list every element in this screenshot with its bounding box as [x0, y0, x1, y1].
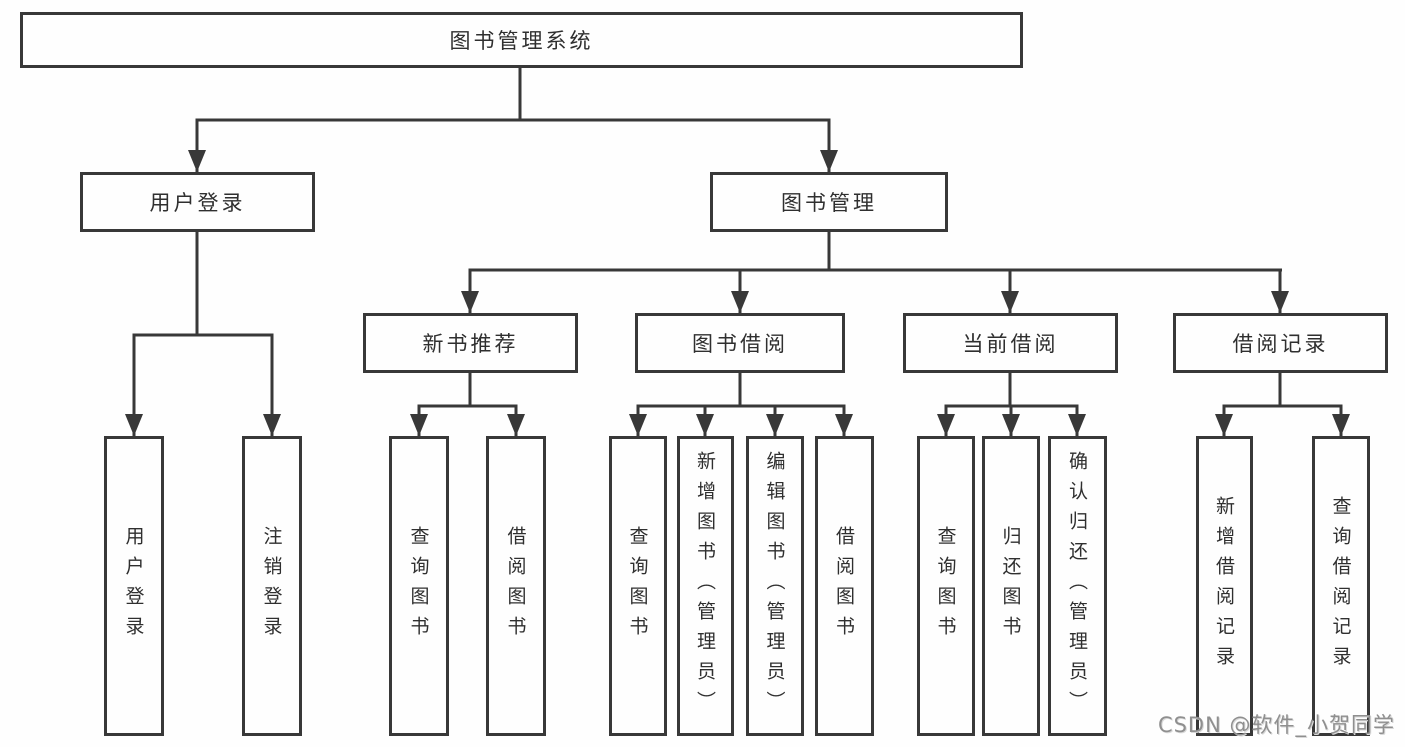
node-book-management: 图书管理	[710, 172, 948, 232]
leaf-user-login: 用户登录	[104, 436, 164, 736]
leaf-query-books-borrowing: 查询图书	[609, 436, 667, 736]
node-borrowing-records: 借阅记录	[1173, 313, 1388, 373]
leaf-borrow-books-borrowing: 借阅图书	[815, 436, 874, 736]
watermark: CSDN @软件_小贺同学	[1157, 713, 1395, 737]
leaf-borrow-books-recommend: 借阅图书	[486, 436, 546, 736]
leaf-confirm-return-admin: 确认归还（管理员）	[1048, 436, 1107, 736]
leaf-add-book-admin: 新增图书（管理员）	[677, 436, 734, 736]
leaf-query-books-recommend: 查询图书	[389, 436, 449, 736]
node-new-book-recommendation: 新书推荐	[363, 313, 578, 373]
leaf-edit-book-admin: 编辑图书（管理员）	[746, 436, 804, 736]
leaf-query-books-current: 查询图书	[917, 436, 975, 736]
node-book-borrowing: 图书借阅	[635, 313, 845, 373]
node-current-borrowing: 当前借阅	[903, 313, 1118, 373]
node-user-login: 用户登录	[80, 172, 315, 232]
leaf-add-borrow-record: 新增借阅记录	[1196, 436, 1253, 736]
leaf-return-books: 归还图书	[982, 436, 1040, 736]
leaf-logout: 注销登录	[242, 436, 302, 736]
node-library-management-system: 图书管理系统	[20, 12, 1023, 68]
leaf-query-borrow-record: 查询借阅记录	[1312, 436, 1370, 736]
